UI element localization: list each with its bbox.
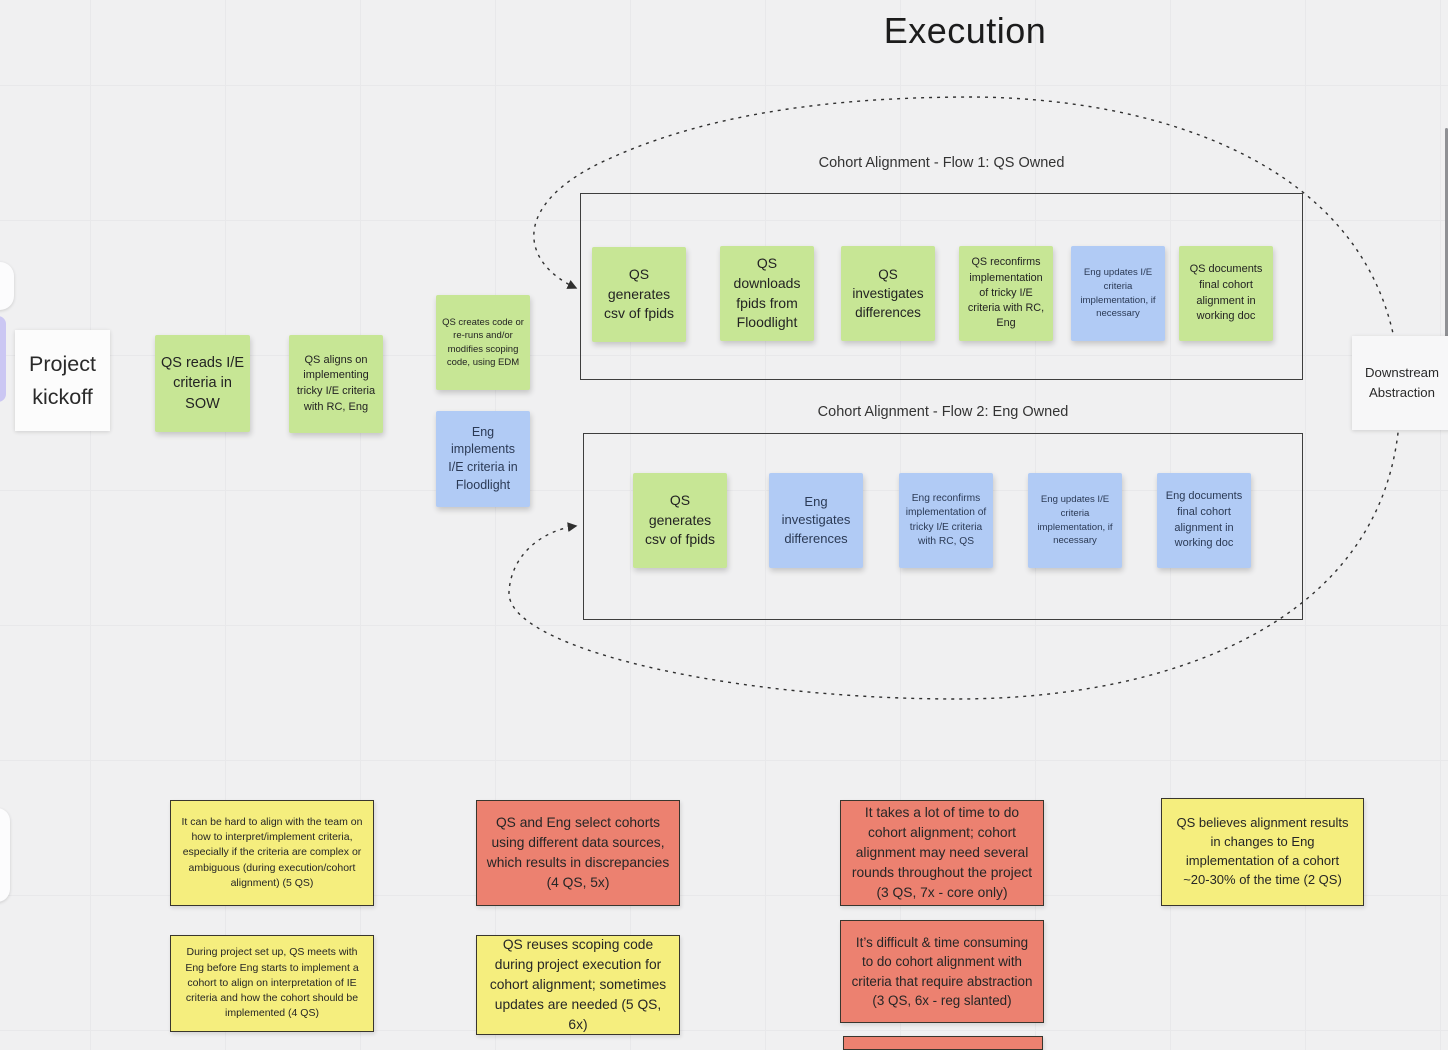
sticky-note-text: QS reads I/E criteria in SOW (161, 354, 245, 412)
downstream-abstraction-label: Downstream Abstraction (1364, 364, 1440, 400)
sticky-note[interactable]: QS reconfirms implementation of tricky I… (959, 246, 1053, 341)
project-kickoff-label: Project kickoff (29, 352, 96, 409)
left-edge-shape-bottom (0, 808, 10, 902)
frame-flow2[interactable] (583, 433, 1303, 620)
left-edge-shape-top (0, 262, 14, 310)
sticky-note-text: QS investigates differences (852, 266, 924, 321)
sticky-note-text: QS and Eng select cohorts using differen… (486, 815, 670, 890)
sticky-note-text: QS reuses scoping code during project ex… (489, 937, 667, 1032)
sticky-note-text: QS creates code or re-runs and/or modifi… (442, 316, 524, 368)
sticky-note[interactable]: Eng documents final cohort alignment in … (1157, 473, 1251, 568)
sticky-note[interactable]: It can be hard to align with the team on… (170, 800, 374, 906)
sticky-note-text: QS downloads fpids from Floodlight (733, 254, 801, 331)
sticky-note[interactable]: QS downloads fpids from Floodlight (720, 246, 814, 341)
sticky-note-text: QS documents final cohort alignment in w… (1189, 263, 1263, 323)
sticky-note-text: QS aligns on implementing tricky I/E cri… (296, 353, 376, 413)
card-project-kickoff[interactable]: Project kickoff (15, 330, 110, 431)
sticky-note-text: It takes a lot of time to do cohort alig… (851, 805, 1033, 900)
sticky-note-text: It can be hard to align with the team on… (181, 815, 363, 889)
sticky-note[interactable]: QS and Eng select cohorts using differen… (476, 800, 680, 906)
sticky-note[interactable]: QS reads I/E criteria in SOW (155, 335, 250, 432)
sticky-note[interactable]: It’s difficult & time consuming to do co… (840, 920, 1044, 1023)
sticky-note-text: Eng updates I/E criteria implementation,… (1080, 267, 1156, 320)
card-downstream-abstraction[interactable]: Downstream Abstraction (1352, 336, 1448, 430)
sticky-note-text: QS generates csv of fpids (644, 491, 716, 548)
sticky-note[interactable]: During project set up, QS meets with Eng… (170, 935, 374, 1032)
sticky-note[interactable]: QS generates csv of fpids (592, 247, 686, 342)
sticky-note[interactable]: QS creates code or re-runs and/or modifi… (436, 295, 530, 390)
sticky-note-partial[interactable] (843, 1036, 1043, 1050)
sticky-note[interactable]: QS reuses scoping code during project ex… (476, 935, 680, 1035)
sticky-note-text: Eng documents final cohort alignment in … (1165, 490, 1243, 550)
sticky-note-text: Eng updates I/E criteria implementation,… (1037, 494, 1113, 547)
frame-flow2-label[interactable]: Cohort Alignment - Flow 2: Eng Owned (817, 404, 1069, 420)
board-title[interactable]: Execution (883, 10, 1047, 51)
vertical-scrollbar-thumb[interactable] (1445, 128, 1448, 340)
frame-flow1-label[interactable]: Cohort Alignment - Flow 1: QS Owned (818, 155, 1065, 171)
sticky-note[interactable]: Eng implements I/E criteria in Floodligh… (436, 411, 530, 507)
sticky-note[interactable]: QS aligns on implementing tricky I/E cri… (289, 335, 383, 433)
frame-flow1[interactable] (580, 193, 1303, 380)
sticky-note[interactable]: Eng investigates differences (769, 473, 863, 568)
sticky-note-text: QS generates csv of fpids (603, 265, 675, 322)
sticky-note-text: QS believes alignment results in changes… (1176, 815, 1349, 887)
sticky-note[interactable]: QS investigates differences (841, 246, 935, 341)
sticky-note[interactable]: Eng reconfirms implementation of tricky … (899, 473, 993, 568)
left-edge-shape-purple (0, 316, 6, 402)
sticky-note[interactable]: QS documents final cohort alignment in w… (1179, 246, 1273, 341)
sticky-note[interactable]: QS generates csv of fpids (633, 473, 727, 568)
sticky-note-text: Eng investigates differences (781, 493, 851, 546)
sticky-note-text: Eng reconfirms implementation of tricky … (905, 492, 987, 547)
sticky-note-text: Eng implements I/E criteria in Floodligh… (448, 424, 518, 492)
sticky-note-text: During project set up, QS meets with Eng… (185, 946, 359, 1020)
sticky-note[interactable]: QS believes alignment results in changes… (1161, 798, 1364, 906)
sticky-note[interactable]: It takes a lot of time to do cohort alig… (840, 800, 1044, 906)
sticky-note-text: QS reconfirms implementation of tricky I… (967, 256, 1045, 330)
sticky-note[interactable]: Eng updates I/E criteria implementation,… (1028, 473, 1122, 568)
sticky-note[interactable]: Eng updates I/E criteria implementation,… (1071, 246, 1165, 341)
sticky-note-text: It’s difficult & time consuming to do co… (851, 934, 1033, 1008)
